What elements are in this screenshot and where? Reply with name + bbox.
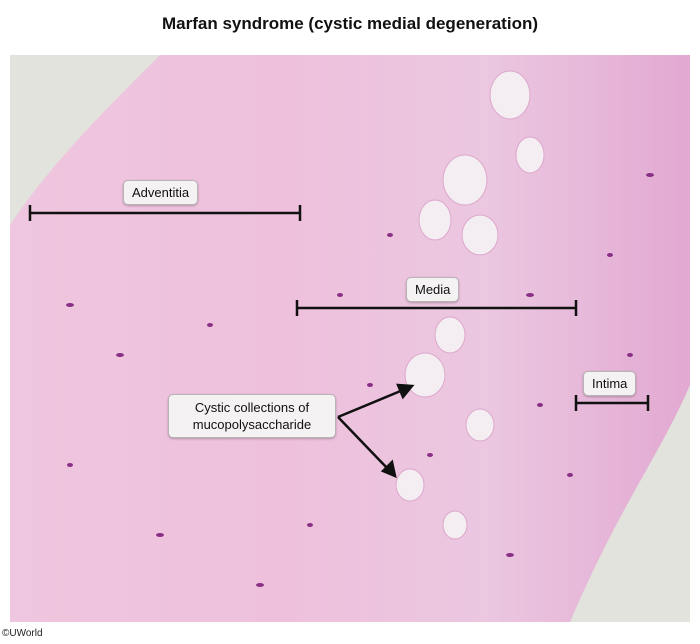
- label-intima: Intima: [583, 371, 637, 396]
- annotation-lines: [28, 205, 650, 479]
- arrow-lower: [337, 416, 389, 470]
- copyright: ©UWorld: [2, 628, 43, 639]
- arrow-upper: [337, 388, 404, 419]
- figure-title: Marfan syndrome (cystic medial degenerat…: [162, 14, 538, 33]
- cystic-spaces: [395, 70, 545, 540]
- aortic-wall-tissue: [10, 55, 690, 622]
- label-media: Media: [406, 277, 460, 302]
- label-adventitia: Adventitia: [123, 180, 199, 205]
- label-cystic-collections: Cystic collections of mucopolysaccharide: [168, 394, 336, 438]
- histology-micrograph: [10, 55, 690, 622]
- nuclei: [66, 173, 654, 587]
